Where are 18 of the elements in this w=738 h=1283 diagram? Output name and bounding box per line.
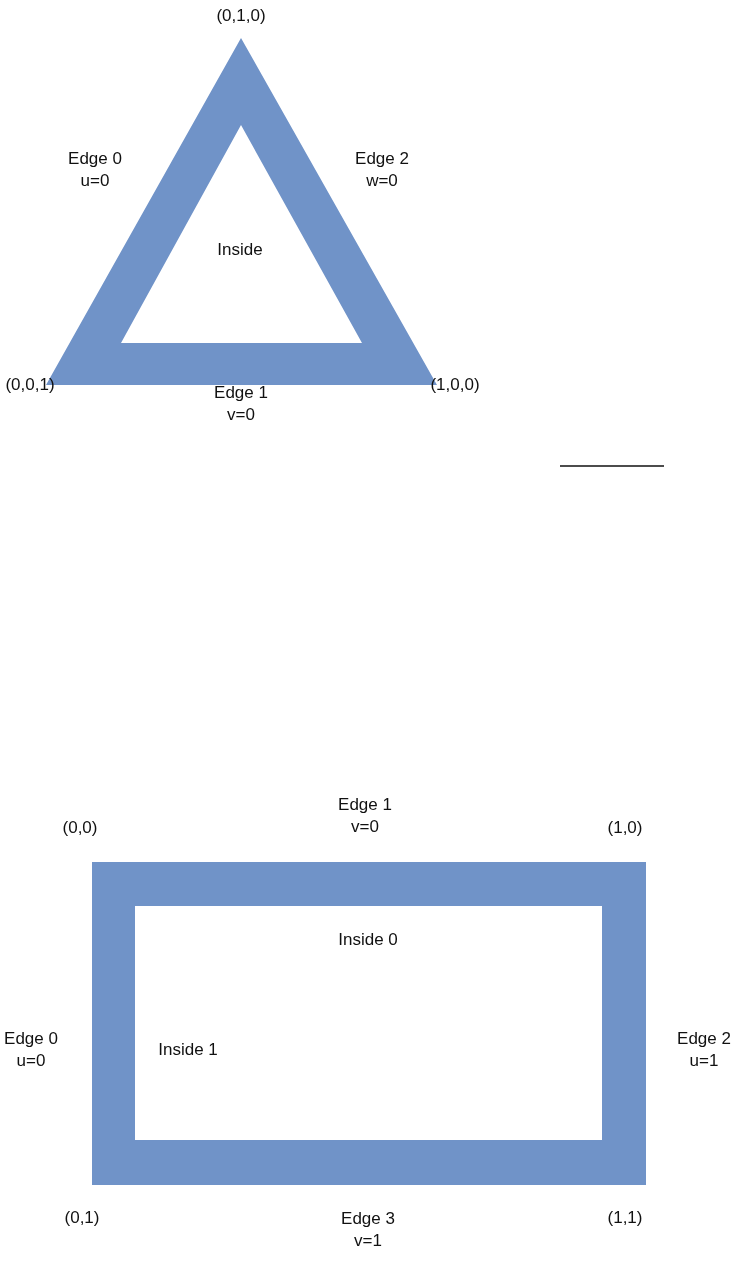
region-label: Inside 0 bbox=[338, 928, 398, 951]
vertex-coordinate: (0,1,0) bbox=[216, 4, 266, 27]
vertex-coordinate: (0,1) bbox=[64, 1206, 100, 1229]
side-annotation: Edge 1 v=0 bbox=[213, 381, 269, 426]
side-annotation: Edge 2 w=0 bbox=[354, 147, 410, 192]
side-annotation: Edge 0 u=0 bbox=[67, 147, 123, 192]
vertex-coordinate: (1,1) bbox=[607, 1206, 643, 1229]
side-annotation: Edge 0 u=0 bbox=[3, 1027, 59, 1072]
vertex-coordinate: (1,0,0) bbox=[430, 373, 480, 396]
side-annotation: Edge 3 v=1 bbox=[340, 1207, 396, 1252]
vertex-coordinate: (1,0) bbox=[607, 816, 643, 839]
rectangle-frame bbox=[92, 862, 646, 1185]
vertex-coordinate: (0,0,1) bbox=[5, 373, 55, 396]
region-label: Inside bbox=[217, 238, 263, 261]
side-annotation: Edge 2 u=1 bbox=[676, 1027, 732, 1072]
region-label: Inside 1 bbox=[158, 1038, 218, 1061]
side-annotation: Edge 1 v=0 bbox=[337, 793, 393, 838]
vertex-coordinate: (0,0) bbox=[62, 816, 98, 839]
